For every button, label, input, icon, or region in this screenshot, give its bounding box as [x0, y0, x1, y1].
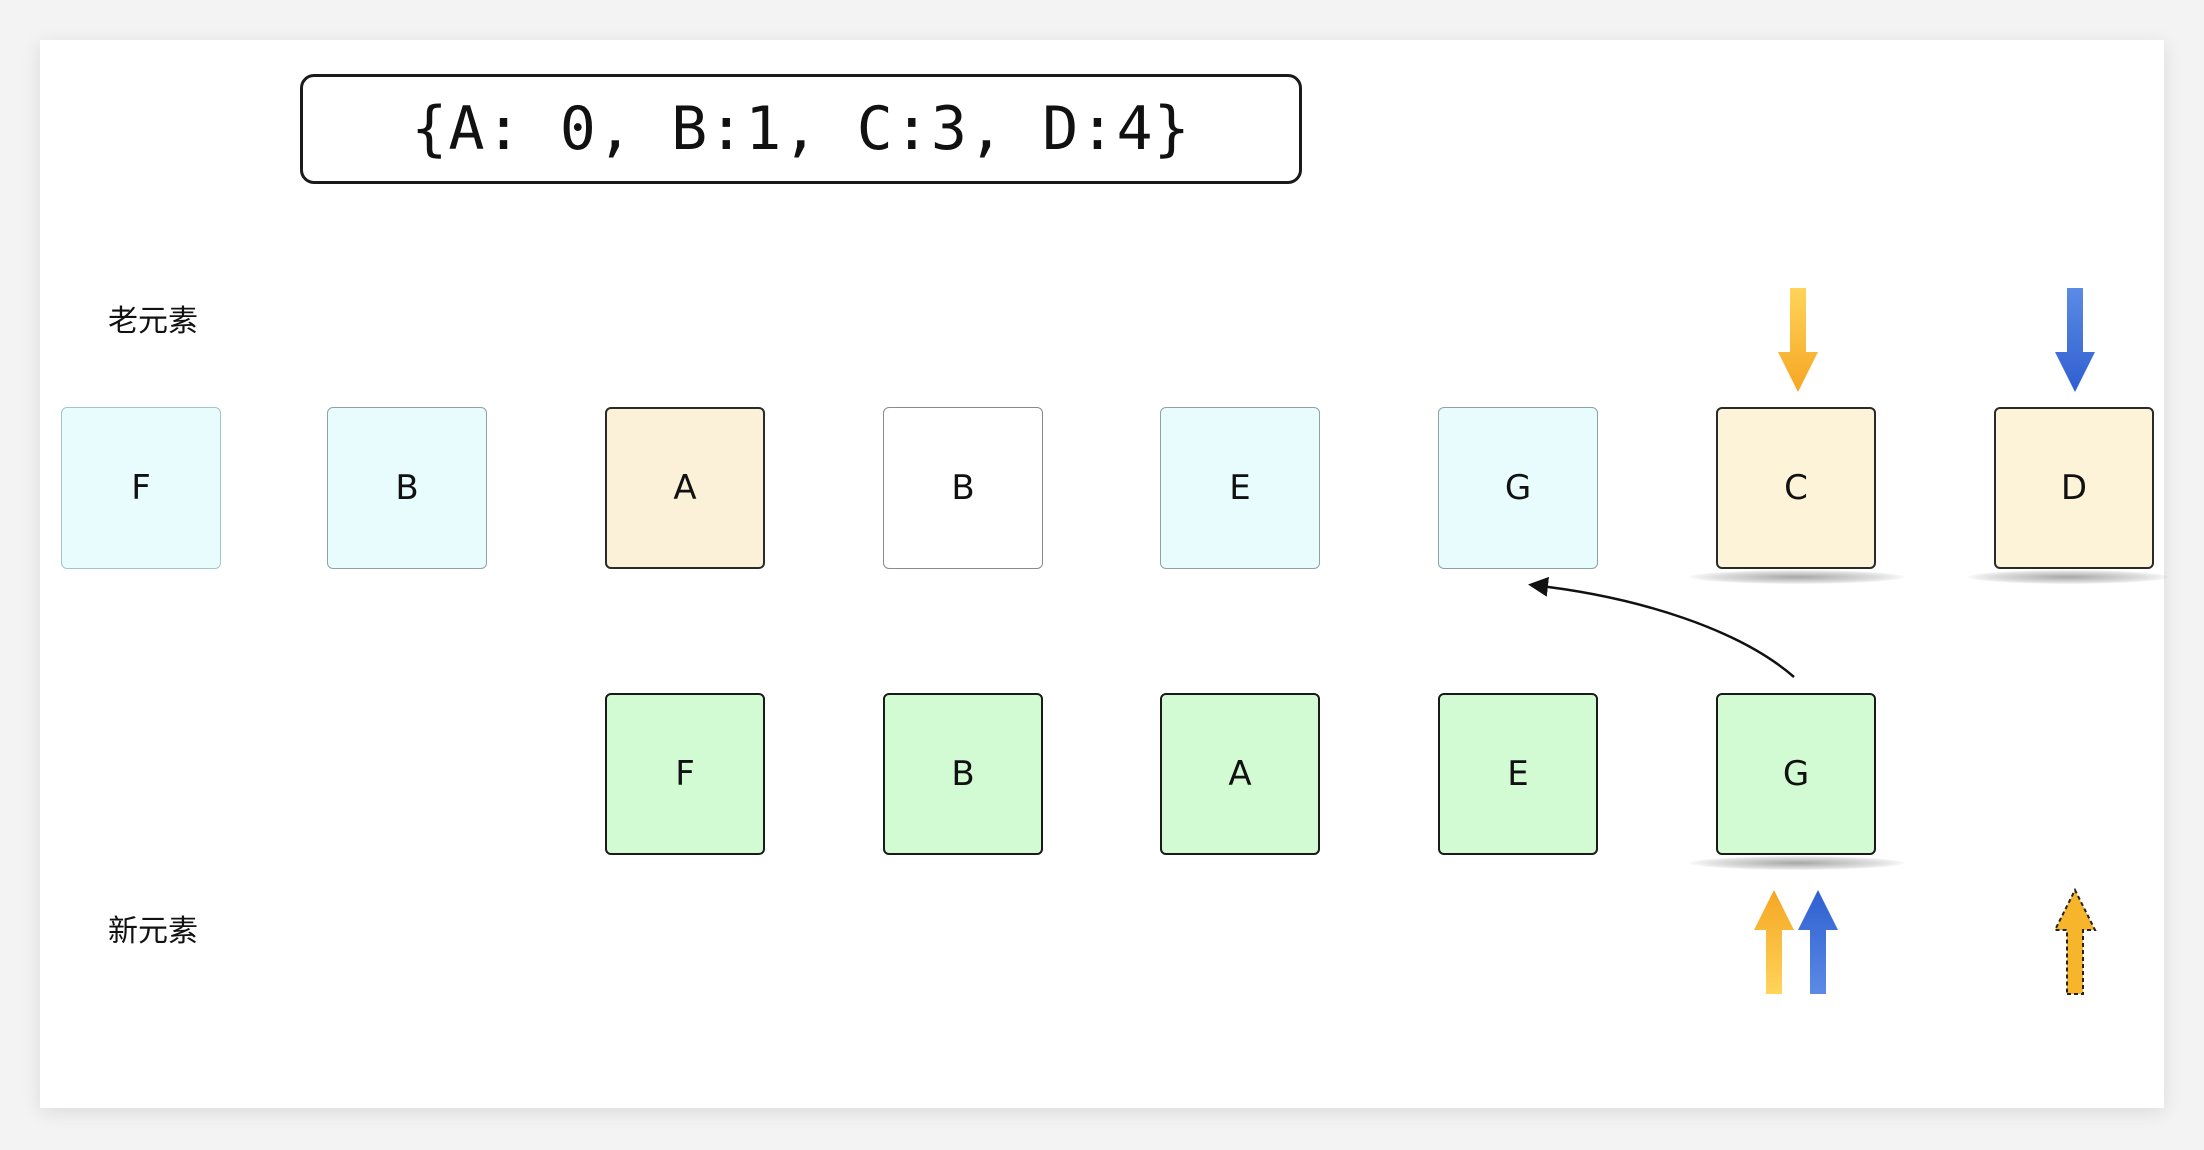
old-elements-label: 老元素	[108, 304, 198, 339]
old-node-4: E	[1160, 407, 1320, 569]
key-index-map: {A: 0, B:1, C:3, D:4}	[300, 74, 1302, 184]
old-node-0: F	[61, 407, 221, 569]
new-elements-label: 新元素	[108, 914, 198, 949]
old-node-3: B	[883, 407, 1043, 569]
old-node-c-shadow	[1690, 570, 1904, 584]
new-node-2: A	[1160, 693, 1320, 855]
new-node-0: F	[605, 693, 765, 855]
move-curve-arrow	[1528, 576, 1795, 678]
new-start-pointer-arrow	[1754, 890, 1794, 994]
dashed-pointer-arrow	[2053, 887, 2097, 995]
new-end-pointer-arrow	[1798, 890, 1838, 994]
old-node-1: B	[327, 407, 487, 569]
old-node-2: A	[605, 407, 765, 569]
old-start-pointer-arrow	[1778, 288, 1818, 392]
old-node-d-shadow	[1968, 570, 2168, 584]
old-end-pointer-arrow	[2055, 288, 2095, 392]
new-node-g-shadow	[1690, 856, 1904, 870]
old-node-7: D	[1994, 407, 2154, 569]
new-node-4: G	[1716, 693, 1876, 855]
new-node-1: B	[883, 693, 1043, 855]
old-node-6: C	[1716, 407, 1876, 569]
new-node-3: E	[1438, 693, 1598, 855]
old-node-5: G	[1438, 407, 1598, 569]
